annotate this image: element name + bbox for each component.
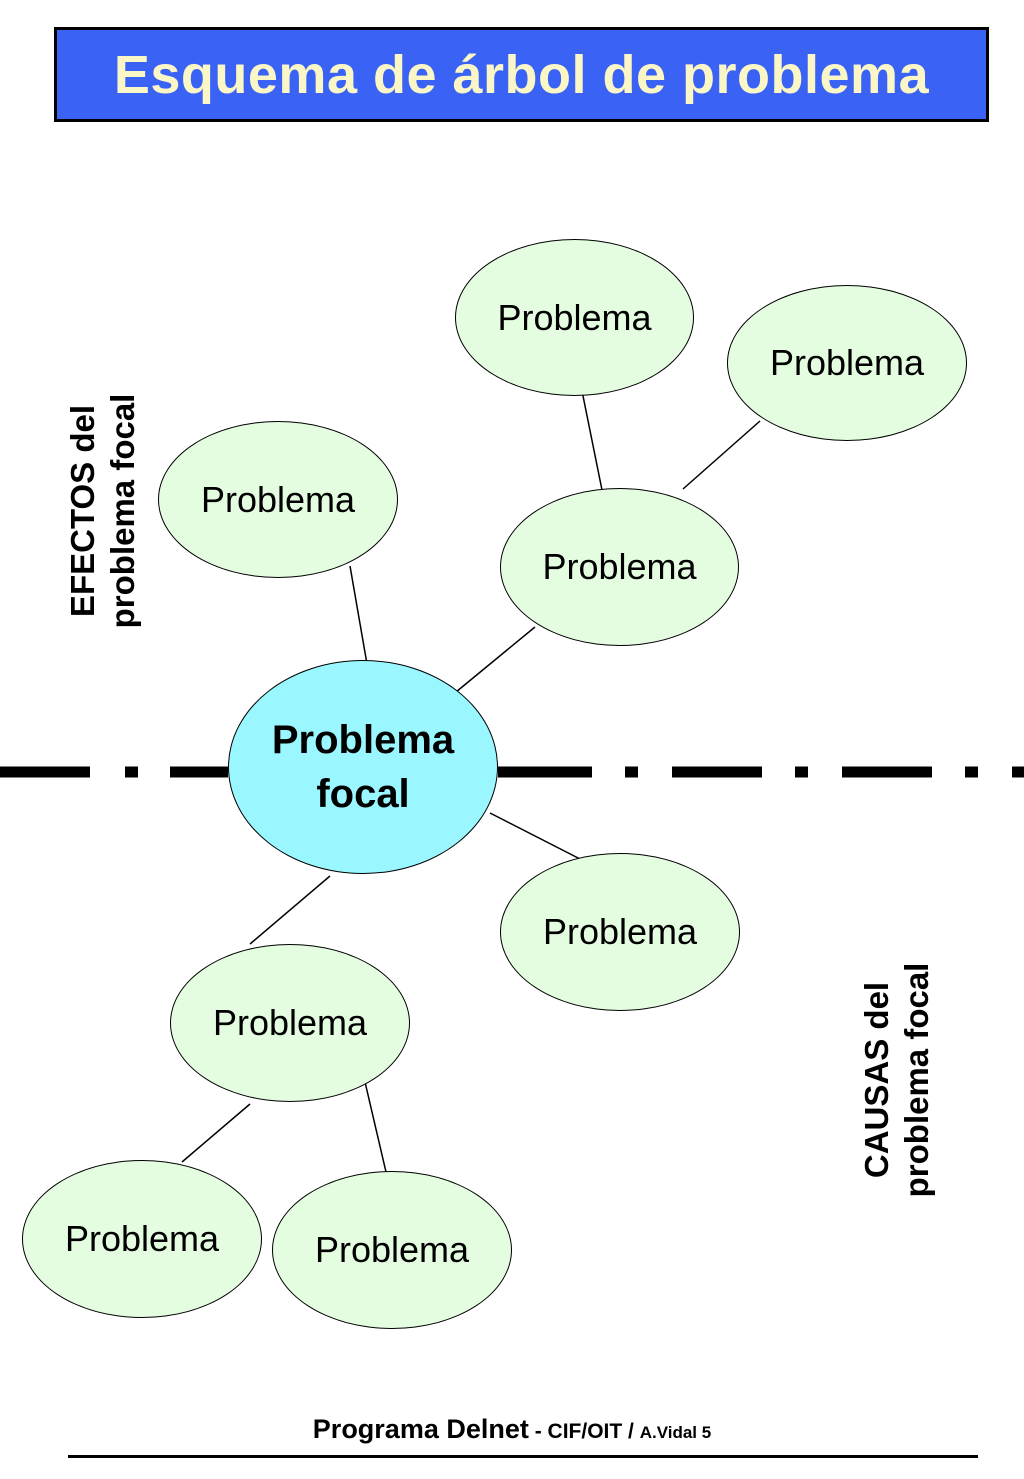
connector-line: [580, 385, 603, 491]
cause-node: Problema: [272, 1171, 512, 1329]
page-title: Esquema de árbol de problema: [113, 44, 930, 105]
cause-node: Problema: [500, 853, 740, 1011]
node-label: Problema: [542, 546, 697, 587]
title-banner: Esquema de árbol de problema: [54, 27, 989, 122]
focal-label-line1: Problema: [271, 718, 455, 762]
node-label: Problema: [542, 911, 698, 952]
causes-label-line1: CAUSAS del: [858, 981, 895, 1179]
connector-line: [489, 812, 583, 861]
cause-node: Problema: [22, 1160, 262, 1318]
node-label: Problema: [212, 1002, 368, 1043]
effects-label-line1: EFECTOS del: [64, 404, 101, 618]
footer: Programa Delnet - CIF/OIT / A.Vidal 5: [0, 1414, 1024, 1445]
footer-program: Programa Delnet: [312, 1414, 529, 1444]
causes-label-line2: problema focal: [898, 962, 935, 1198]
cause-node: Problema: [170, 944, 410, 1102]
causes-side-label: CAUSAS del problema focal: [857, 955, 937, 1205]
footer-author: A.Vidal 5: [639, 1423, 712, 1442]
node-label: Problema: [64, 1218, 220, 1259]
connector-line: [349, 565, 368, 665]
node-label: Problema: [314, 1229, 470, 1270]
focal-problem-node: Problema focal: [228, 660, 498, 874]
connector-line: [682, 420, 761, 490]
effects-label-line2: problema focal: [104, 393, 141, 629]
connector-line: [181, 1103, 251, 1163]
focal-label-line2: focal: [316, 772, 410, 816]
connector-line: [249, 875, 331, 945]
node-label: Problema: [769, 342, 925, 383]
connector-line: [364, 1081, 387, 1173]
connector-line: [455, 626, 536, 693]
effect-node: Problema: [727, 285, 967, 441]
effect-node: Problema: [500, 488, 739, 646]
node-label: Problema: [200, 478, 356, 520]
footer-divider: [68, 1455, 978, 1458]
node-label: Problema: [497, 296, 652, 338]
footer-org: - CIF/OIT /: [528, 1420, 640, 1443]
effect-node: Problema: [455, 239, 694, 396]
effects-side-label: EFECTOS del problema focal: [63, 386, 143, 636]
effect-node: Problema: [158, 421, 398, 578]
